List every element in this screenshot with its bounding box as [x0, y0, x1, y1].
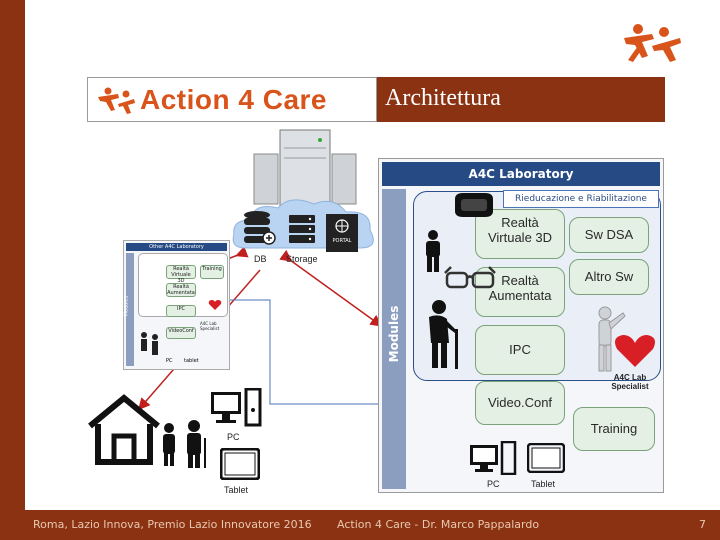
lab-pc-icon: [470, 441, 517, 475]
server-icon: [253, 129, 357, 207]
videoconf-label: Video.Conf: [487, 395, 553, 410]
home-tablet-label: Tablet: [224, 485, 249, 495]
other-lab-panel: Other A4C Laboratory Modules Realtà Virt…: [123, 240, 230, 370]
elderly-person-icon: [429, 300, 458, 369]
vr-module-label: Realtà Virtuale 3D: [487, 215, 553, 245]
home-pc-icon: [211, 388, 262, 427]
home-icon: [88, 394, 160, 465]
portal-label: PORTAL: [332, 238, 352, 244]
other-lab-modules-bar: Modules: [123, 253, 134, 366]
ar-module-label: Realtà Aumentata: [488, 273, 552, 303]
slide-title: Architettura: [385, 85, 501, 111]
slide-title-box: Architettura: [377, 77, 665, 122]
sw-dsa-box: Sw DSA: [569, 217, 649, 253]
training-label: Training: [590, 421, 638, 436]
other-lab-header: Other A4C Laboratory: [126, 243, 227, 251]
home-people-icon: [163, 420, 206, 468]
other-lab-vr-box: Realtà Virtuale 3D: [166, 265, 196, 284]
action4care-logo-banner: Action 4 Care: [87, 77, 377, 122]
other-lab-ar-box: Realtà Aumentata: [166, 283, 196, 297]
ar-module-box: Realtà Aumentata: [475, 267, 565, 317]
ar-glasses-icon: [444, 266, 496, 289]
other-lab-heart-icon: [208, 300, 222, 310]
sw-dsa-label: Sw DSA: [584, 227, 634, 242]
footer-left-text: Roma, Lazio Innova, Premio Lazio Innovat…: [33, 518, 312, 531]
other-lab-videoconf-box: VideoConf: [166, 327, 196, 339]
videoconf-box: Video.Conf: [475, 381, 565, 425]
server-cloud: PORTAL DB Storage: [230, 128, 380, 268]
other-lab-ipc-box: IPC: [166, 305, 196, 317]
other-lab-pc-label: PC: [166, 358, 173, 364]
lab-header: A4C Laboratory: [382, 162, 660, 186]
videoconf-link-line: [190, 299, 472, 408]
page-number: 7: [699, 518, 706, 531]
other-lab-training-box: Training: [200, 265, 224, 279]
lab-tablet-icon: [527, 443, 565, 473]
other-lab-specialist-label: A4C Lab Specialist: [200, 321, 220, 331]
storage-icon: [289, 215, 315, 243]
specialist-heart-icon: [598, 306, 655, 372]
riabilitazione-label: Rieducazione e Riabilitazione: [503, 190, 659, 208]
left-accent-bar: [0, 0, 25, 540]
storage-label: Storage: [286, 254, 318, 264]
altro-sw-label: Altro Sw: [584, 269, 634, 284]
a4c-laboratory-panel: A4C Laboratory Modules Rieducazione e Ri…: [378, 158, 664, 493]
child-icon: [426, 230, 440, 272]
modules-bar: Modules: [382, 189, 406, 489]
home-pc-label: PC: [227, 432, 240, 442]
database-icon: [244, 211, 276, 245]
logo-figure-icon: [98, 87, 135, 114]
ipc-box: IPC: [475, 325, 565, 375]
action4care-logo-icon: [624, 24, 681, 62]
footer-center-text: Action 4 Care - Dr. Marco Pappalardo: [337, 518, 540, 531]
specialist-label: A4C Lab Specialist: [611, 373, 649, 391]
home-tablet-icon: [220, 448, 260, 480]
other-lab-people-icon: [141, 332, 158, 355]
lab-pc-label: PC: [487, 479, 500, 489]
lab-tablet-label: Tablet: [531, 479, 556, 489]
logo-text: Action 4 Care: [140, 84, 327, 115]
training-box: Training: [573, 407, 655, 451]
db-label: DB: [254, 254, 267, 264]
cloud-to-lab-arrow: [279, 249, 383, 327]
modules-label: Modules: [387, 305, 401, 363]
footer: Roma, Lazio Innova, Premio Lazio Innovat…: [25, 510, 720, 540]
vr-headset-icon: [455, 193, 493, 217]
other-lab-modules-label: Modules: [123, 295, 130, 317]
portal-icon: PORTAL: [326, 214, 358, 252]
vr-module-box: Realtà Virtuale 3D: [475, 209, 565, 259]
other-lab-tablet-label: tablet: [184, 358, 199, 364]
ipc-label: IPC: [509, 342, 531, 357]
altro-sw-box: Altro Sw: [569, 259, 649, 295]
